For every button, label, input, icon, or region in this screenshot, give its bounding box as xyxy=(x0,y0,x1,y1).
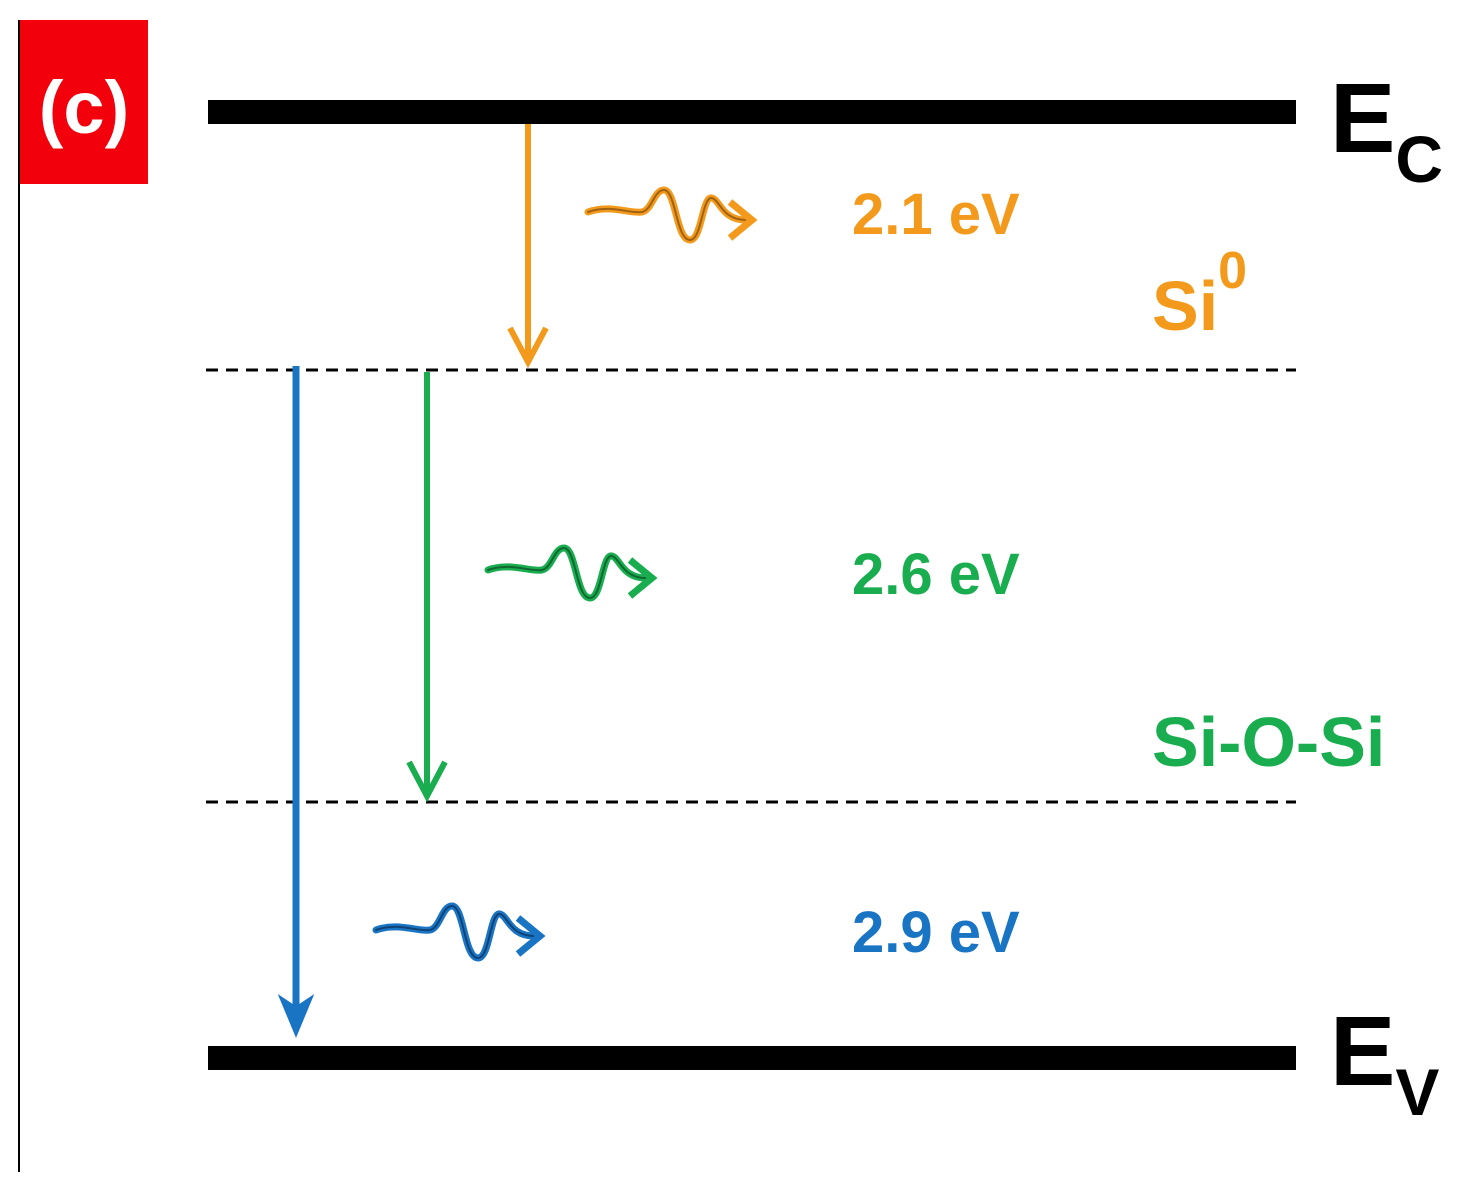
panel-badge xyxy=(20,20,148,184)
si-o-si-level-label: Si-O-Si xyxy=(1152,703,1385,781)
photon-icon-blue xyxy=(372,902,546,962)
si0-level-label: Si0 xyxy=(1152,242,1247,345)
panel-label: (c) xyxy=(39,66,129,149)
photon-icon-green xyxy=(484,544,658,602)
transition-arrowhead-blue xyxy=(277,994,315,1038)
valence-band-line xyxy=(208,1046,1296,1070)
conduction-band-label: EC xyxy=(1330,63,1443,196)
transition-arrowhead-green xyxy=(406,760,448,803)
energy-label-green: 2.6 eV xyxy=(852,542,1020,607)
energy-label-orange: 2.1 eV xyxy=(852,182,1020,247)
energy-label-blue: 2.9 eV xyxy=(852,900,1020,965)
transition-arrowhead-orange xyxy=(507,326,549,369)
photon-icon-orange xyxy=(584,186,758,244)
valence-band-label: EV xyxy=(1330,996,1439,1129)
conduction-band-line xyxy=(208,100,1296,124)
